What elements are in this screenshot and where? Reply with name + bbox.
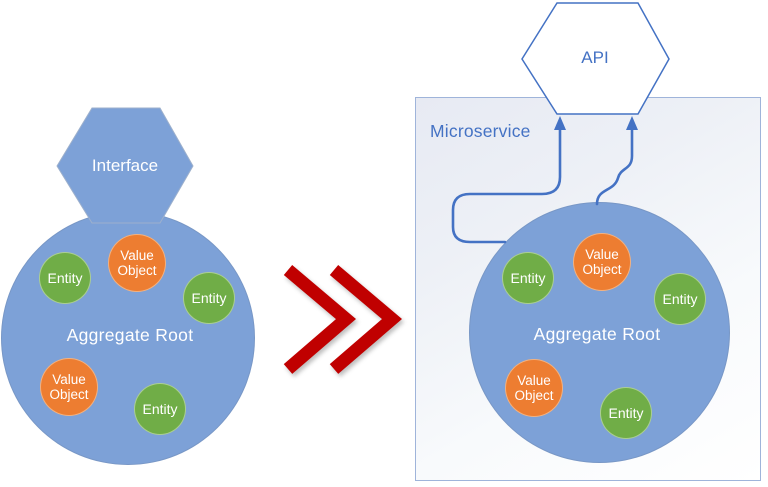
chevron-right-icon — [329, 265, 403, 374]
interface-hexagon-label: Interface — [91, 155, 159, 175]
entity-circle: Entity — [39, 252, 91, 304]
entity-circle: Entity — [600, 387, 652, 439]
aggregate-root-label-right: Aggregate Root — [533, 324, 661, 344]
interface-hexagon-shape — [56, 107, 194, 224]
api-hexagon-shape — [521, 2, 670, 115]
chevron-right-icon — [283, 265, 357, 374]
api-hexagon — [521, 2, 670, 115]
entity-circle: Entity — [183, 272, 235, 324]
entity-circle: Entity — [654, 273, 706, 325]
aggregate-root-label-left: Aggregate Root — [66, 325, 194, 345]
microservice-label: Microservice — [430, 121, 531, 141]
value-object-circle: Value Object — [40, 358, 98, 416]
interface-hexagon — [56, 107, 194, 224]
value-object-circle: Value Object — [108, 234, 166, 292]
entity-circle: Entity — [134, 383, 186, 435]
value-object-circle: Value Object — [573, 233, 631, 291]
entity-circle: Entity — [502, 252, 554, 304]
value-object-circle: Value Object — [505, 359, 563, 417]
api-hexagon-label: API — [581, 48, 609, 67]
